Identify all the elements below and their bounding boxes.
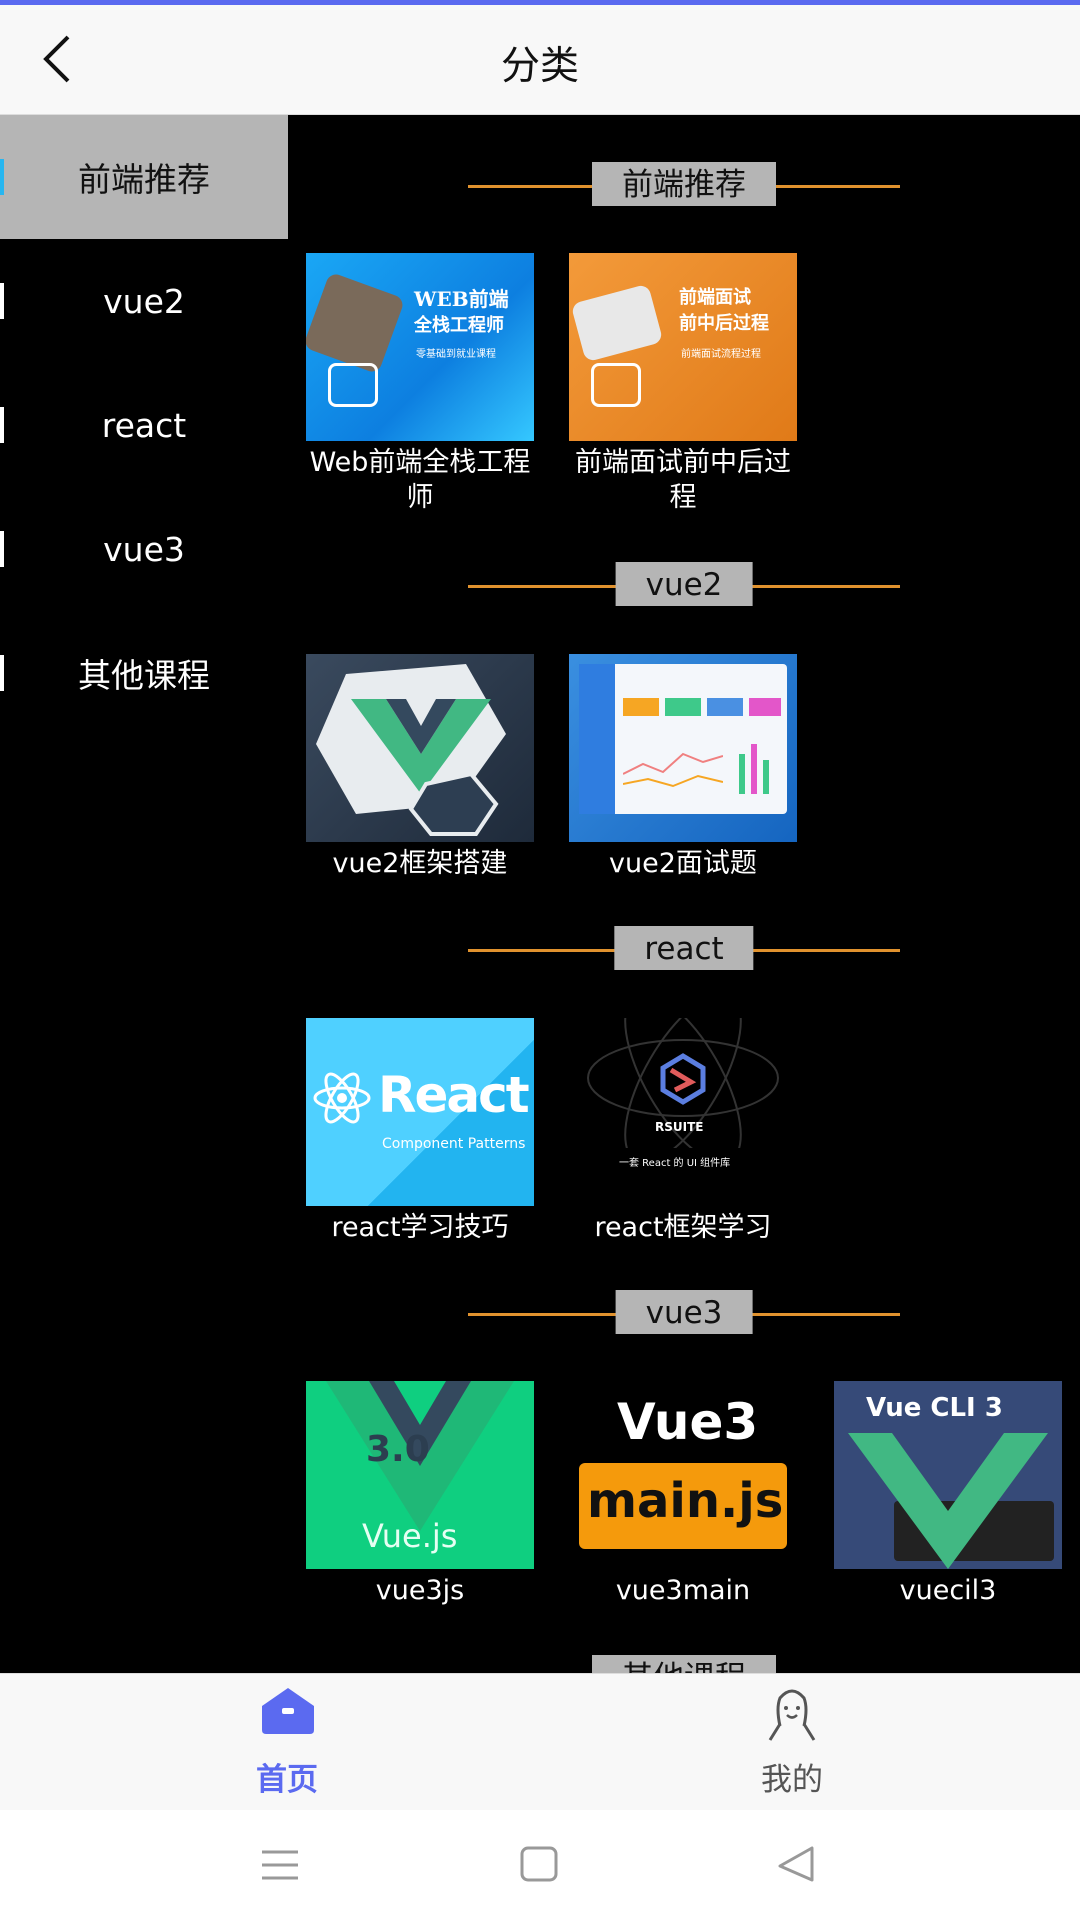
tab-label: 首页 (256, 1762, 318, 1798)
course-title: react框架学习 (594, 1212, 772, 1243)
thumbnail-text: Vue.js (362, 1517, 458, 1555)
section-header: 其他课程 (468, 1655, 900, 1673)
thumbnail-text: 前端面试 (679, 287, 751, 308)
thumbnail-text: 全栈工程师 (414, 315, 504, 336)
thumbnail-text: 前端面试流程过程 (681, 349, 761, 360)
section-header: 前端推荐 (468, 162, 900, 212)
back-button[interactable] (38, 33, 78, 85)
course-thumbnail: React Component Patterns (306, 1018, 534, 1206)
thumbnail-text: 前中后过程 (679, 313, 769, 334)
sidebar-item-frontend[interactable]: 前端推荐 (0, 115, 288, 239)
home-button[interactable] (509, 1840, 569, 1890)
course-thumbnail: Vue3 main.js (569, 1381, 797, 1569)
menu-icon (262, 1850, 298, 1880)
section-title: 其他课程 (592, 1655, 776, 1673)
section-title: react (614, 926, 754, 970)
thumbnail-text: Component Patterns (382, 1136, 526, 1152)
course-title: Web前端全栈工程师 (309, 447, 531, 513)
sidebar-item-vue2[interactable]: vue2 (0, 239, 288, 363)
course-title: vuecil3 (899, 1575, 997, 1606)
section-title: vue3 (615, 1290, 753, 1334)
thumbnail-text: 零基础到就业课程 (416, 349, 496, 360)
section-header: vue3 (468, 1290, 900, 1340)
thumbnail-text: 一套 React 的 UI 组件库 (619, 1158, 731, 1169)
triangle-back-icon (778, 1846, 814, 1882)
indicator (0, 531, 4, 567)
active-indicator (0, 159, 4, 195)
page-title: 分类 (500, 44, 579, 89)
react-logo-icon (313, 1072, 371, 1124)
system-navigation-bar (0, 1810, 1080, 1920)
course-card[interactable]: Vue3 main.js vue3main (569, 1381, 797, 1608)
course-title: vue3js (375, 1575, 465, 1606)
tab-home[interactable]: 首页 (187, 1674, 387, 1811)
tab-label: 我的 (761, 1762, 823, 1798)
course-thumbnail: 3.0 Vue.js (306, 1381, 534, 1569)
course-card[interactable]: React Component Patterns react学习技巧 (306, 1018, 534, 1245)
course-card[interactable]: vue2面试题 (569, 654, 797, 881)
sidebar-item-label: 前端推荐 (78, 160, 210, 199)
course-card[interactable]: vue2框架搭建 (306, 654, 534, 881)
course-title: react学习技巧 (331, 1212, 509, 1243)
section-header: vue2 (468, 562, 900, 612)
thumbnail-text: RSUITE (655, 1120, 704, 1134)
thumbnail-text: Vue3 (617, 1393, 759, 1451)
sidebar-item-vue3[interactable]: vue3 (0, 487, 288, 611)
indicator (0, 407, 4, 443)
course-title: vue2框架搭建 (332, 848, 508, 879)
thumbnail-text: React (378, 1066, 530, 1124)
thumbnail-text: Vue CLI 3 (866, 1393, 1003, 1423)
course-thumbnail: Vue CLI 3 (834, 1381, 1062, 1569)
bottom-tab-bar: 首页 我的 (0, 1673, 1080, 1810)
course-thumbnail (569, 654, 797, 842)
sidebar-item-label: 其他课程 (78, 656, 210, 695)
course-title: 前端面试前中后过程 (575, 447, 791, 513)
rsuite-logo-icon (587, 1018, 779, 1148)
sidebar-item-other[interactable]: 其他课程 (0, 611, 288, 735)
vue-logo-icon (326, 1381, 514, 1531)
course-card[interactable]: 3.0 Vue.js vue3js (306, 1381, 534, 1608)
course-title: vue3main (615, 1575, 751, 1606)
course-card[interactable]: WEB前端 全栈工程师 零基础到就业课程 Web前端全栈工程师 (306, 253, 534, 515)
sidebar-item-react[interactable]: react (0, 363, 288, 487)
course-thumbnail: RSUITE 一套 React 的 UI 组件库 (569, 1018, 797, 1206)
indicator (0, 283, 4, 319)
course-card[interactable]: RSUITE 一套 React 的 UI 组件库 react框架学习 (569, 1018, 797, 1245)
chevron-left-icon (43, 35, 70, 83)
thumbnail-text: WEB前端 (414, 287, 509, 311)
course-card[interactable]: Vue CLI 3 vuecil3 (834, 1381, 1062, 1608)
home-icon (262, 1688, 314, 1734)
course-thumbnail: 前端面试 前中后过程 前端面试流程过程 (569, 253, 797, 441)
vue-logo-icon (848, 1433, 1048, 1569)
profile-icon (768, 1689, 816, 1741)
category-sidebar: 前端推荐 vue2 react vue3 其他课程 (0, 115, 288, 1673)
course-card[interactable]: 前端面试 前中后过程 前端面试流程过程 前端面试前中后过程 (569, 253, 797, 515)
course-thumbnail: WEB前端 全栈工程师 零基础到就业课程 (306, 253, 534, 441)
course-thumbnail (306, 654, 534, 842)
menu-button[interactable] (250, 1840, 310, 1890)
square-icon (520, 1846, 558, 1882)
course-list[interactable]: 前端推荐 WEB前端 全栈工程师 零基础到就业课程 Web前端全栈工程师 前端面… (288, 115, 1080, 1673)
tab-profile[interactable]: 我的 (692, 1674, 892, 1811)
sidebar-item-label: vue3 (103, 529, 185, 569)
sidebar-item-label: react (101, 405, 187, 445)
indicator (0, 655, 4, 691)
header: 分类 (0, 5, 1080, 115)
status-bar-accent (0, 0, 1080, 5)
section-title: 前端推荐 (592, 162, 776, 206)
section-title: vue2 (615, 562, 753, 606)
sidebar-item-label: vue2 (103, 281, 185, 321)
thumbnail-text: 3.0 (366, 1429, 430, 1470)
section-header: react (468, 926, 900, 976)
system-back-button[interactable] (766, 1840, 826, 1890)
course-title: vue2面试题 (609, 848, 757, 879)
vue-logo-icon (316, 664, 506, 836)
thumbnail-text: main.js (587, 1473, 784, 1529)
